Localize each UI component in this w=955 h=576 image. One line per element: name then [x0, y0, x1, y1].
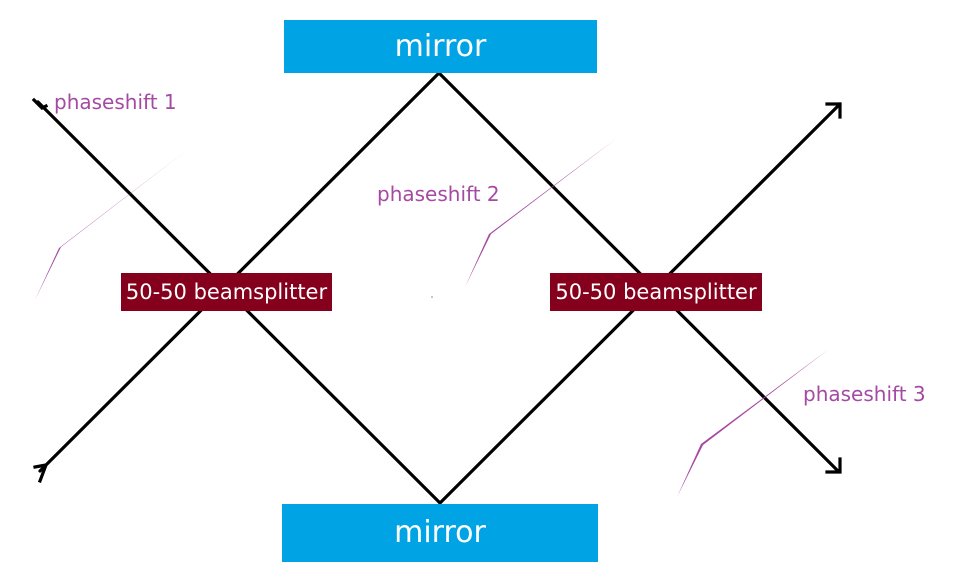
phaseshift-2-label: phaseshift 2	[377, 182, 500, 206]
phaseshift-1-plate	[35, 98, 211, 300]
phaseshift-1-label: phaseshift 1	[54, 90, 177, 114]
mirror-top-label: mirror	[394, 28, 487, 64]
beamsplitter-right: 50-50 beamsplitter	[550, 273, 762, 311]
arrowhead-input-lower	[33, 462, 49, 484]
beamsplitter-left-box	[121, 273, 332, 311]
beamsplitter-right-label: 50-50 beamsplitter	[555, 279, 757, 304]
mirror-bottom-label: mirror	[394, 515, 486, 550]
beamsplitter-left: 50-50 beamsplitter	[121, 273, 332, 311]
phaseshift-3-label: phaseshift 3	[803, 382, 926, 406]
mirror-bottom: mirror	[282, 504, 598, 562]
mirror-top: mirror	[284, 20, 597, 73]
beamsplitter-left-label: 50-50 beamsplitter	[125, 279, 328, 304]
beam-input-lower	[38, 71, 441, 473]
arrowhead-input-upper	[31, 97, 49, 110]
beam-upper-arm-out	[437, 71, 840, 473]
arrowhead-output-upper	[825, 102, 842, 119]
arrowhead-output-lower	[825, 457, 842, 474]
stray-mark	[431, 296, 433, 298]
beamsplitter-right-box	[550, 273, 762, 311]
phaseshift-3-plate	[677, 296, 853, 497]
